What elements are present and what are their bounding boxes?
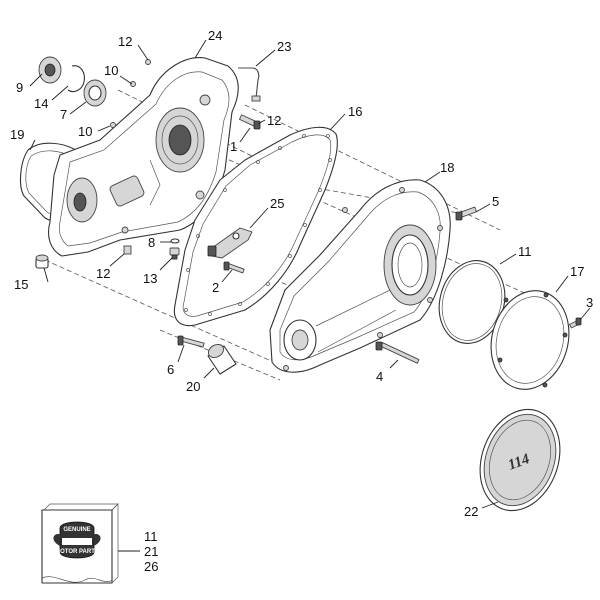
derby-cover-logo: 114 <box>506 451 532 474</box>
genuine-motor-parts-badge: GENUINE MOTOR PARTS <box>53 521 101 559</box>
fastener-12-top <box>145 59 151 65</box>
callout-6: 6 <box>167 362 174 377</box>
callout-5: 5 <box>492 194 499 209</box>
callout-9: 9 <box>16 80 23 95</box>
callout-7: 7 <box>60 107 67 122</box>
screw-3 <box>569 317 582 329</box>
badge-top-text: GENUINE <box>63 527 90 533</box>
callout-25: 25 <box>270 196 284 211</box>
fastener-10-top <box>130 81 136 87</box>
gasket-kit-box: GENUINE MOTOR PARTS <box>41 503 119 584</box>
bearing-7 <box>83 79 107 107</box>
dowel-15 <box>35 254 49 269</box>
inner-primary-housing-24 <box>47 57 239 257</box>
callout-11: 11 <box>518 244 532 259</box>
callout-15: 15 <box>14 277 28 292</box>
retaining-ring-14 <box>67 65 85 93</box>
callout-16: 16 <box>348 104 362 119</box>
callout-23: 23 <box>277 39 291 54</box>
derby-gasket-17 <box>490 290 570 390</box>
stud-6 <box>177 335 205 348</box>
kit-label-11: 11 <box>144 529 158 544</box>
callout-20: 20 <box>186 379 200 394</box>
callout-24: 24 <box>208 28 222 43</box>
callout-1: 1 <box>230 139 237 154</box>
long-bolt-4 <box>375 341 420 364</box>
plug-13 <box>169 247 180 260</box>
callout-4: 4 <box>376 369 383 384</box>
callout-3: 3 <box>586 295 593 310</box>
screw-2 <box>223 261 245 274</box>
screw-12-mid <box>238 114 261 130</box>
badge-bottom-text: MOTOR PARTS <box>55 549 99 555</box>
callout-17: 17 <box>570 264 584 279</box>
chain-tensioner-25 <box>207 227 253 259</box>
washer-8 <box>170 238 180 244</box>
kit-label-21: 21 <box>144 544 158 559</box>
bolt-5 <box>455 206 478 221</box>
callout-18: 18 <box>440 160 454 175</box>
spacer-20 <box>207 343 237 375</box>
callout-2: 2 <box>212 280 219 295</box>
callout-14: 14 <box>34 96 48 111</box>
callout-8: 8 <box>148 235 155 250</box>
callout-12-bottom: 12 <box>96 266 110 281</box>
outer-primary-cover-18 <box>269 179 451 373</box>
leader-lines <box>29 39 591 509</box>
callout-19: 19 <box>10 127 24 142</box>
callout-12-mid: 12 <box>267 113 281 128</box>
gasket-bolt-holes <box>184 134 332 316</box>
callout-10-left: 10 <box>78 124 92 139</box>
callout-13: 13 <box>143 271 157 286</box>
callout-12-top: 12 <box>118 34 132 49</box>
cover-gasket-16 <box>173 126 338 327</box>
vent-tube-23 <box>238 67 261 102</box>
derby-cover-22: 114 <box>479 408 561 512</box>
kit-label-26: 26 <box>144 559 158 574</box>
callout-10-top: 10 <box>104 63 118 78</box>
seal-9 <box>38 56 62 84</box>
callout-numbers: 12 24 23 10 9 14 7 10 12 16 19 1 18 5 25… <box>10 28 593 574</box>
callout-22: 22 <box>464 504 478 519</box>
dowel-12-bottom <box>123 245 132 255</box>
fastener-10-left <box>110 122 116 128</box>
